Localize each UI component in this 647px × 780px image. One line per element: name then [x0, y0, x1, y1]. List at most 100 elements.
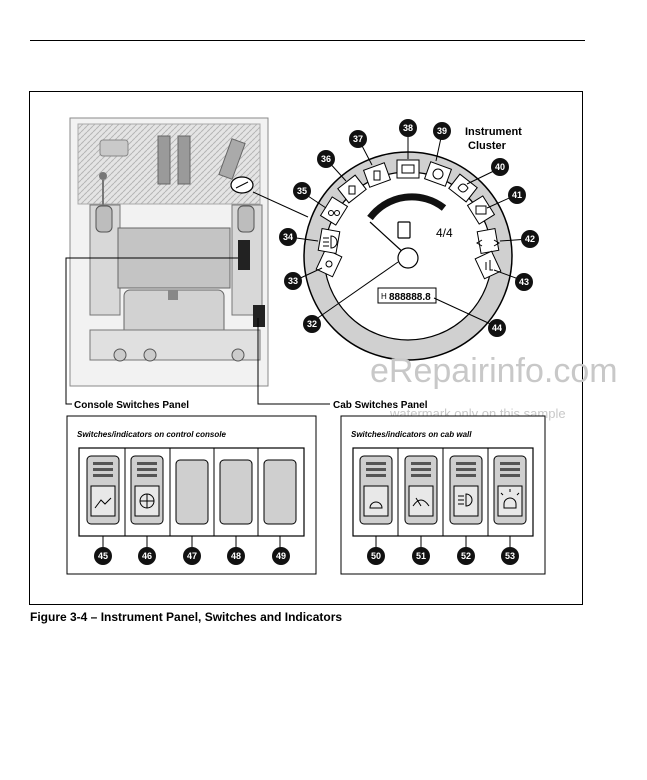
indicator-window-35: [319, 196, 349, 226]
fuel-pump-icon: [397, 221, 411, 239]
callout-36: 36: [317, 150, 335, 168]
left-joystick: [95, 205, 113, 233]
cab-switch-strip: [253, 305, 265, 327]
cluster-label-line1: Instrument: [465, 126, 522, 138]
top-rule: [30, 40, 585, 41]
svg-text:34: 34: [283, 232, 293, 242]
parking-brake-icon: [432, 168, 444, 180]
callout-44: 44: [488, 319, 506, 337]
headlight-icon: [323, 235, 338, 249]
switch-49-blank[interactable]: [263, 459, 297, 525]
console-switch-box: Switches/indicators on control console 4…: [66, 415, 317, 575]
svg-text:33: 33: [288, 276, 298, 286]
callout-46: 46: [138, 547, 156, 565]
switch-51[interactable]: [404, 455, 438, 525]
svg-text:35: 35: [297, 186, 307, 196]
pedal-icon: [99, 139, 129, 157]
hour-meter-prefix: H: [381, 292, 387, 301]
svg-text:47: 47: [187, 551, 197, 561]
indicator-window-39: [423, 161, 453, 187]
switch-45[interactable]: [86, 455, 120, 525]
callout-32: 32: [303, 315, 321, 333]
switch-50[interactable]: [359, 455, 393, 525]
svg-text:38: 38: [403, 123, 413, 133]
fuel-reading: 4/4: [436, 226, 453, 240]
cab-top-view: [69, 117, 269, 387]
watermark-main: eRepairinfo.com: [370, 352, 618, 390]
cluster-label-line2: Cluster: [468, 140, 507, 152]
svg-text:40: 40: [495, 162, 505, 172]
callout-51: 51: [412, 547, 430, 565]
fuel-needle: [369, 221, 406, 255]
callout-43: 43: [515, 273, 533, 291]
indicator-window-38: [396, 159, 420, 179]
figure-caption: Figure 3-4 – Instrument Panel, Switches …: [30, 610, 343, 624]
svg-text:36: 36: [321, 154, 331, 164]
seat-belt-icon: [325, 260, 333, 268]
instrument-cluster: 4/4 H 888888.8: [303, 151, 513, 361]
switch-53[interactable]: [493, 455, 527, 525]
cab-panel-label: Cab Switches Panel: [333, 400, 428, 411]
hour-meter-value: 888888.8: [389, 292, 431, 303]
headlight-switch-icon: [458, 493, 473, 507]
svg-text:51: 51: [416, 551, 426, 561]
svg-text:49: 49: [276, 551, 286, 561]
wiper-icon: [412, 497, 430, 507]
indicator-window-41: [466, 195, 496, 225]
console-box-title: Switches/indicators on control console: [77, 430, 226, 439]
track-pedal-right: [177, 135, 191, 185]
callout-34: 34: [279, 228, 297, 246]
callout-48: 48: [227, 547, 245, 565]
beacon-icon: [500, 489, 520, 509]
svg-text:50: 50: [371, 551, 381, 561]
indicator-window-37: [362, 162, 392, 188]
svg-text:39: 39: [437, 126, 447, 136]
console-panel-label: Console Switches Panel: [74, 400, 189, 411]
callout-53: 53: [501, 547, 519, 565]
svg-text:43: 43: [519, 277, 529, 287]
svg-text:32: 32: [307, 319, 317, 329]
indicator-window-43: [474, 250, 502, 280]
svg-text:41: 41: [512, 190, 522, 200]
svg-text:45: 45: [98, 551, 108, 561]
filter-icon: [348, 185, 356, 195]
callout-50: 50: [367, 547, 385, 565]
callout-38: 38: [399, 119, 417, 137]
svg-text:44: 44: [492, 323, 502, 333]
fuel-arc: [367, 193, 447, 221]
svg-text:52: 52: [461, 551, 471, 561]
switch-52[interactable]: [449, 455, 483, 525]
fuel-filter-icon: [373, 170, 381, 181]
callout-52: 52: [457, 547, 475, 565]
callout-47: 47: [183, 547, 201, 565]
rabbit-speed-icon: [94, 497, 112, 509]
hour-meter-display: [377, 287, 437, 304]
cab-box-title: Switches/indicators on cab wall: [351, 430, 472, 439]
callout-49: 49: [272, 547, 290, 565]
callout-39: 39: [433, 122, 451, 140]
right-joystick: [237, 205, 255, 233]
switch-47-blank[interactable]: [175, 459, 209, 525]
switch-46[interactable]: [130, 455, 164, 525]
svg-text:48: 48: [231, 551, 241, 561]
battery-icon: [401, 164, 415, 174]
callout-40: 40: [491, 158, 509, 176]
work-light-icon: [369, 501, 383, 509]
oil-pressure-icon: [475, 205, 487, 215]
svg-text:42: 42: [525, 234, 535, 244]
svg-text:53: 53: [505, 551, 515, 561]
callout-41: 41: [508, 186, 526, 204]
switch-48-blank[interactable]: [219, 459, 253, 525]
callout-37: 37: [349, 130, 367, 148]
coolant-temp-icon: [457, 183, 469, 193]
callout-42: 42: [521, 230, 539, 248]
glow-plug-icon: [328, 210, 334, 216]
callout-33: 33: [284, 272, 302, 290]
hydraulic-temp-icon: [485, 260, 493, 271]
track-pedal-left: [157, 135, 171, 185]
indicator-window-36: [337, 174, 367, 204]
figure-frame: [29, 91, 583, 605]
console-switch-strip: [238, 240, 250, 270]
svg-text:37: 37: [353, 134, 363, 144]
